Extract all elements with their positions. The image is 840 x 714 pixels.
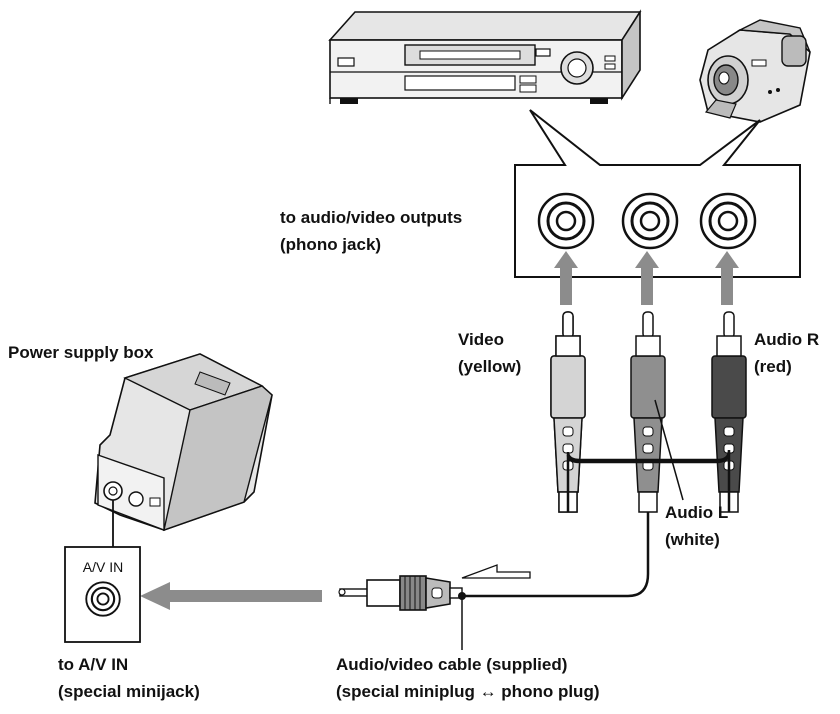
audio-video-cable: [462, 449, 731, 598]
vcr-icon: [328, 9, 642, 104]
phono-plug-audio-r: [711, 311, 747, 513]
camcorder-icon: [699, 19, 811, 123]
audio-l-pointer: [654, 399, 684, 501]
cable-label-line1: Audio/video cable (supplied): [336, 655, 567, 674]
audio-l-label-line1: Audio L: [665, 503, 728, 522]
arrow-icon: [461, 564, 531, 579]
phono-jack-icon: [699, 192, 757, 250]
audio-r-label-line2: (red): [754, 357, 792, 376]
audio-r-label-line1: Audio R: [754, 330, 819, 349]
audio-l-label-line2: (white): [665, 530, 720, 549]
to-av-in-label-line2: (special minijack): [58, 682, 200, 701]
phono-plug-audio-l: [630, 311, 666, 513]
jack-panel-callout: [514, 109, 801, 278]
video-label-line1: Video: [458, 330, 504, 349]
miniplug-icon: [338, 575, 463, 611]
power-supply-box-icon: [94, 353, 273, 547]
power-supply-label: Power supply box: [8, 343, 154, 362]
phono-jack-icon: [621, 192, 679, 250]
phono-jack-icon: [537, 192, 595, 250]
outputs-label-line2: (phono jack): [280, 235, 381, 254]
cable-label-line2: (special miniplug ↔ phono plug): [336, 682, 599, 701]
av-in-panel-label: A/V IN: [83, 559, 123, 575]
to-av-in-label-line1: to A/V IN: [58, 655, 128, 674]
arrow-icon: [140, 582, 322, 610]
video-label-line2: (yellow): [458, 357, 521, 376]
av-in-panel: A/V IN: [64, 546, 141, 643]
outputs-label-line1: to audio/video outputs: [280, 208, 462, 227]
phono-jack-icon: [85, 581, 121, 617]
arrow-icon: [554, 251, 739, 305]
